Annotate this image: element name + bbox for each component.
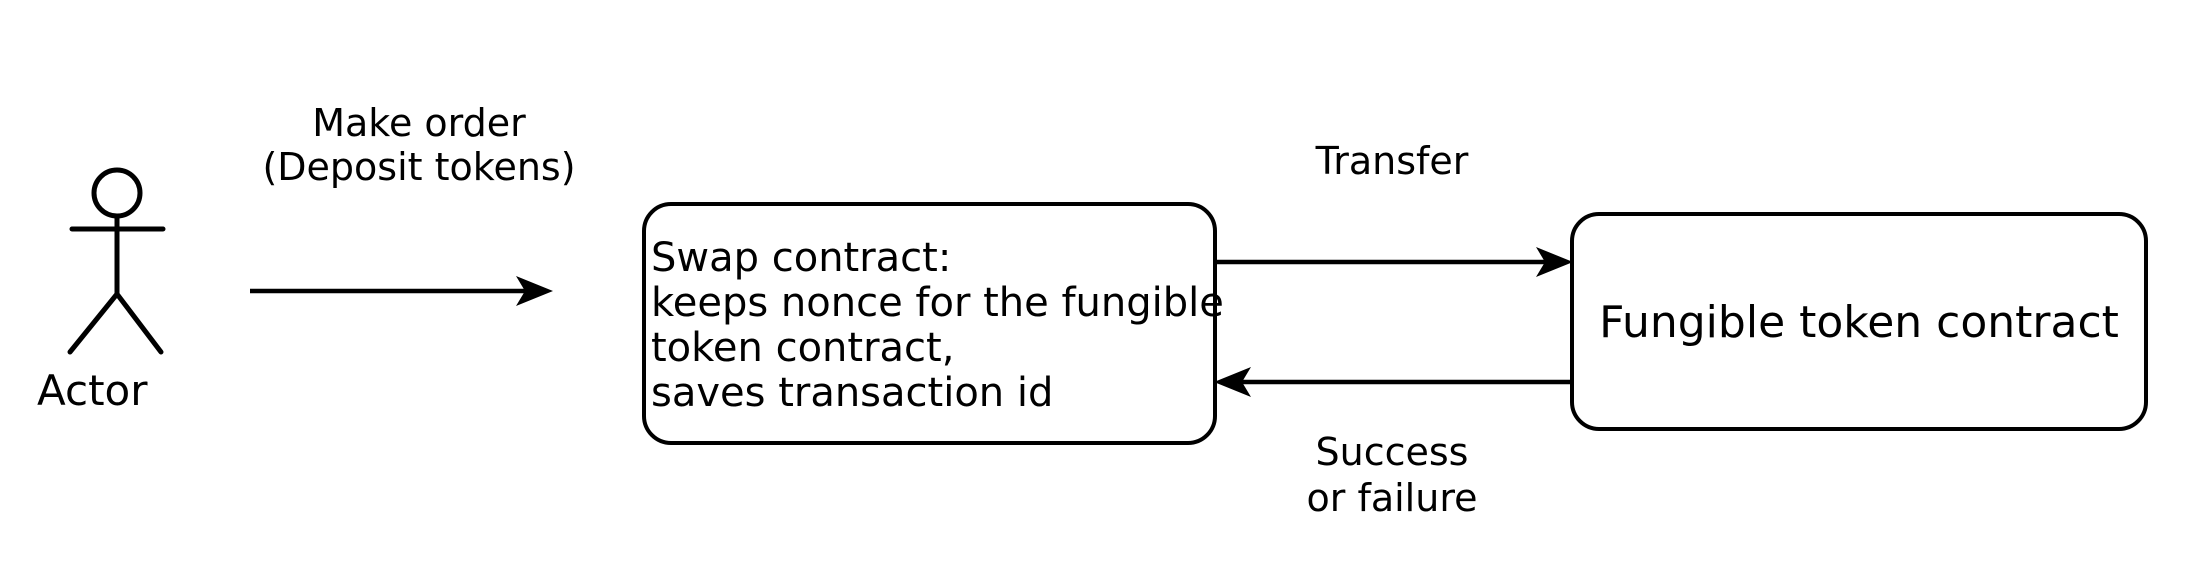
edge-token-to-swap: Success or failure (1214, 367, 1572, 520)
edge-actor-to-swap: Make order (Deposit tokens) (250, 101, 576, 306)
edge-token-to-swap-label-line-2: or failure (1307, 476, 1478, 520)
edge-swap-to-token-arrowhead-icon (1536, 247, 1573, 277)
node-swap-contract[interactable]: Swap contract: keeps nonce for the fungi… (642, 202, 1224, 445)
edge-actor-to-swap-arrowhead-icon (516, 276, 553, 306)
edge-token-to-swap-arrowhead-icon (1214, 367, 1251, 397)
node-swap-contract-box[interactable] (642, 202, 1217, 445)
node-swap-contract-line-2: keeps nonce for the fungible (651, 280, 1224, 326)
actor-label: Actor (37, 366, 148, 415)
node-fungible-token-contract-box[interactable] (1570, 212, 2148, 431)
edge-swap-to-token-label: Transfer (1315, 139, 1469, 183)
edge-token-to-swap-label-line-1: Success (1316, 430, 1469, 474)
node-fungible-token-contract[interactable]: Fungible token contract (1570, 212, 2148, 431)
actor-head-icon (91, 167, 143, 219)
node-fungible-token-contract-label: Fungible token contract (1599, 297, 2119, 348)
actor-leg-left-icon (67, 291, 120, 355)
actor-leg-right-icon (114, 291, 164, 355)
node-swap-contract-line-3: token contract, (651, 325, 954, 371)
node-swap-contract-line-4: saves transaction id (651, 370, 1053, 416)
edge-actor-to-swap-label-line-2: (Deposit tokens) (262, 145, 575, 189)
edge-swap-to-token: Transfer (1215, 139, 1573, 277)
node-swap-contract-line-1: Swap contract: (651, 235, 951, 281)
edge-actor-to-swap-label-line-1: Make order (312, 101, 526, 145)
actor-figure (67, 167, 166, 355)
